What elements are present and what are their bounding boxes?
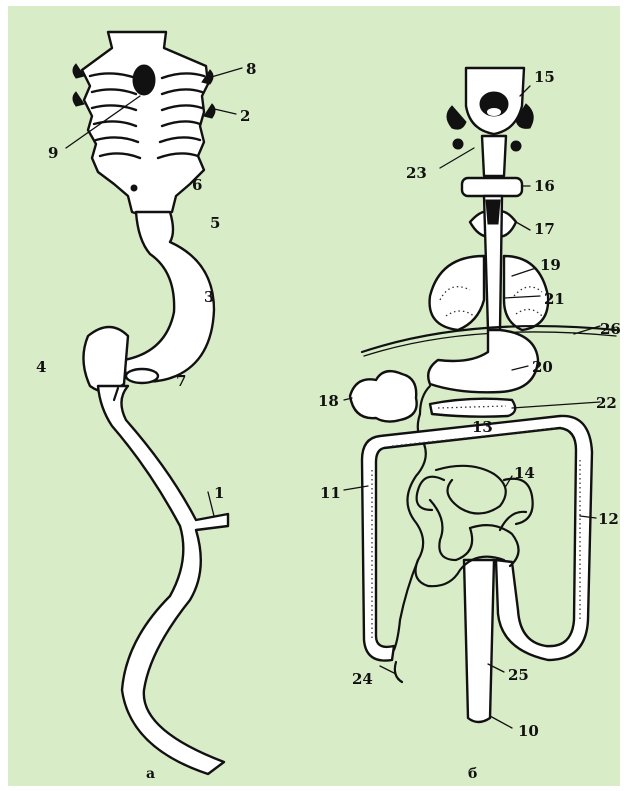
thymus: [462, 178, 522, 196]
label-1: 1: [214, 484, 224, 502]
label-26: 26: [600, 320, 621, 338]
label-9: 9: [48, 144, 58, 162]
tongue: [487, 108, 501, 116]
label-3: 3: [204, 288, 214, 306]
label-25: 25: [508, 666, 529, 684]
label-7: 7: [176, 372, 186, 390]
label-20: 20: [532, 358, 553, 376]
label-4: 4: [36, 358, 46, 376]
label-10: 10: [518, 722, 539, 740]
label-21: 21: [544, 290, 565, 308]
panel-a-caption: а: [146, 766, 155, 782]
label-24: 24: [352, 670, 373, 688]
gland-dot: [453, 139, 463, 149]
label-8: 8: [246, 60, 256, 78]
label-15: 15: [534, 68, 555, 86]
label-23: 23: [406, 164, 427, 182]
label-17: 17: [534, 220, 555, 238]
label-5: 5: [210, 214, 220, 232]
label-16: 16: [534, 177, 555, 195]
label-12: 12: [598, 510, 619, 528]
label-2: 2: [240, 107, 250, 125]
label-18: 18: [318, 392, 339, 410]
label-19: 19: [540, 256, 561, 274]
liver: [83, 327, 128, 392]
gland-dot: [511, 141, 521, 151]
label-22: 22: [596, 394, 617, 412]
label-6: 6: [192, 176, 202, 194]
thyroid-mark: [133, 65, 155, 95]
label-13: 13: [472, 418, 493, 436]
label-14: 14: [514, 464, 535, 482]
label-11: 11: [320, 484, 341, 502]
trachea-dark: [486, 200, 500, 224]
pyloric-cecum: [126, 369, 158, 383]
panel-b-caption: б: [468, 766, 477, 782]
pharynx-b: [482, 136, 506, 176]
rectum: [464, 560, 494, 722]
